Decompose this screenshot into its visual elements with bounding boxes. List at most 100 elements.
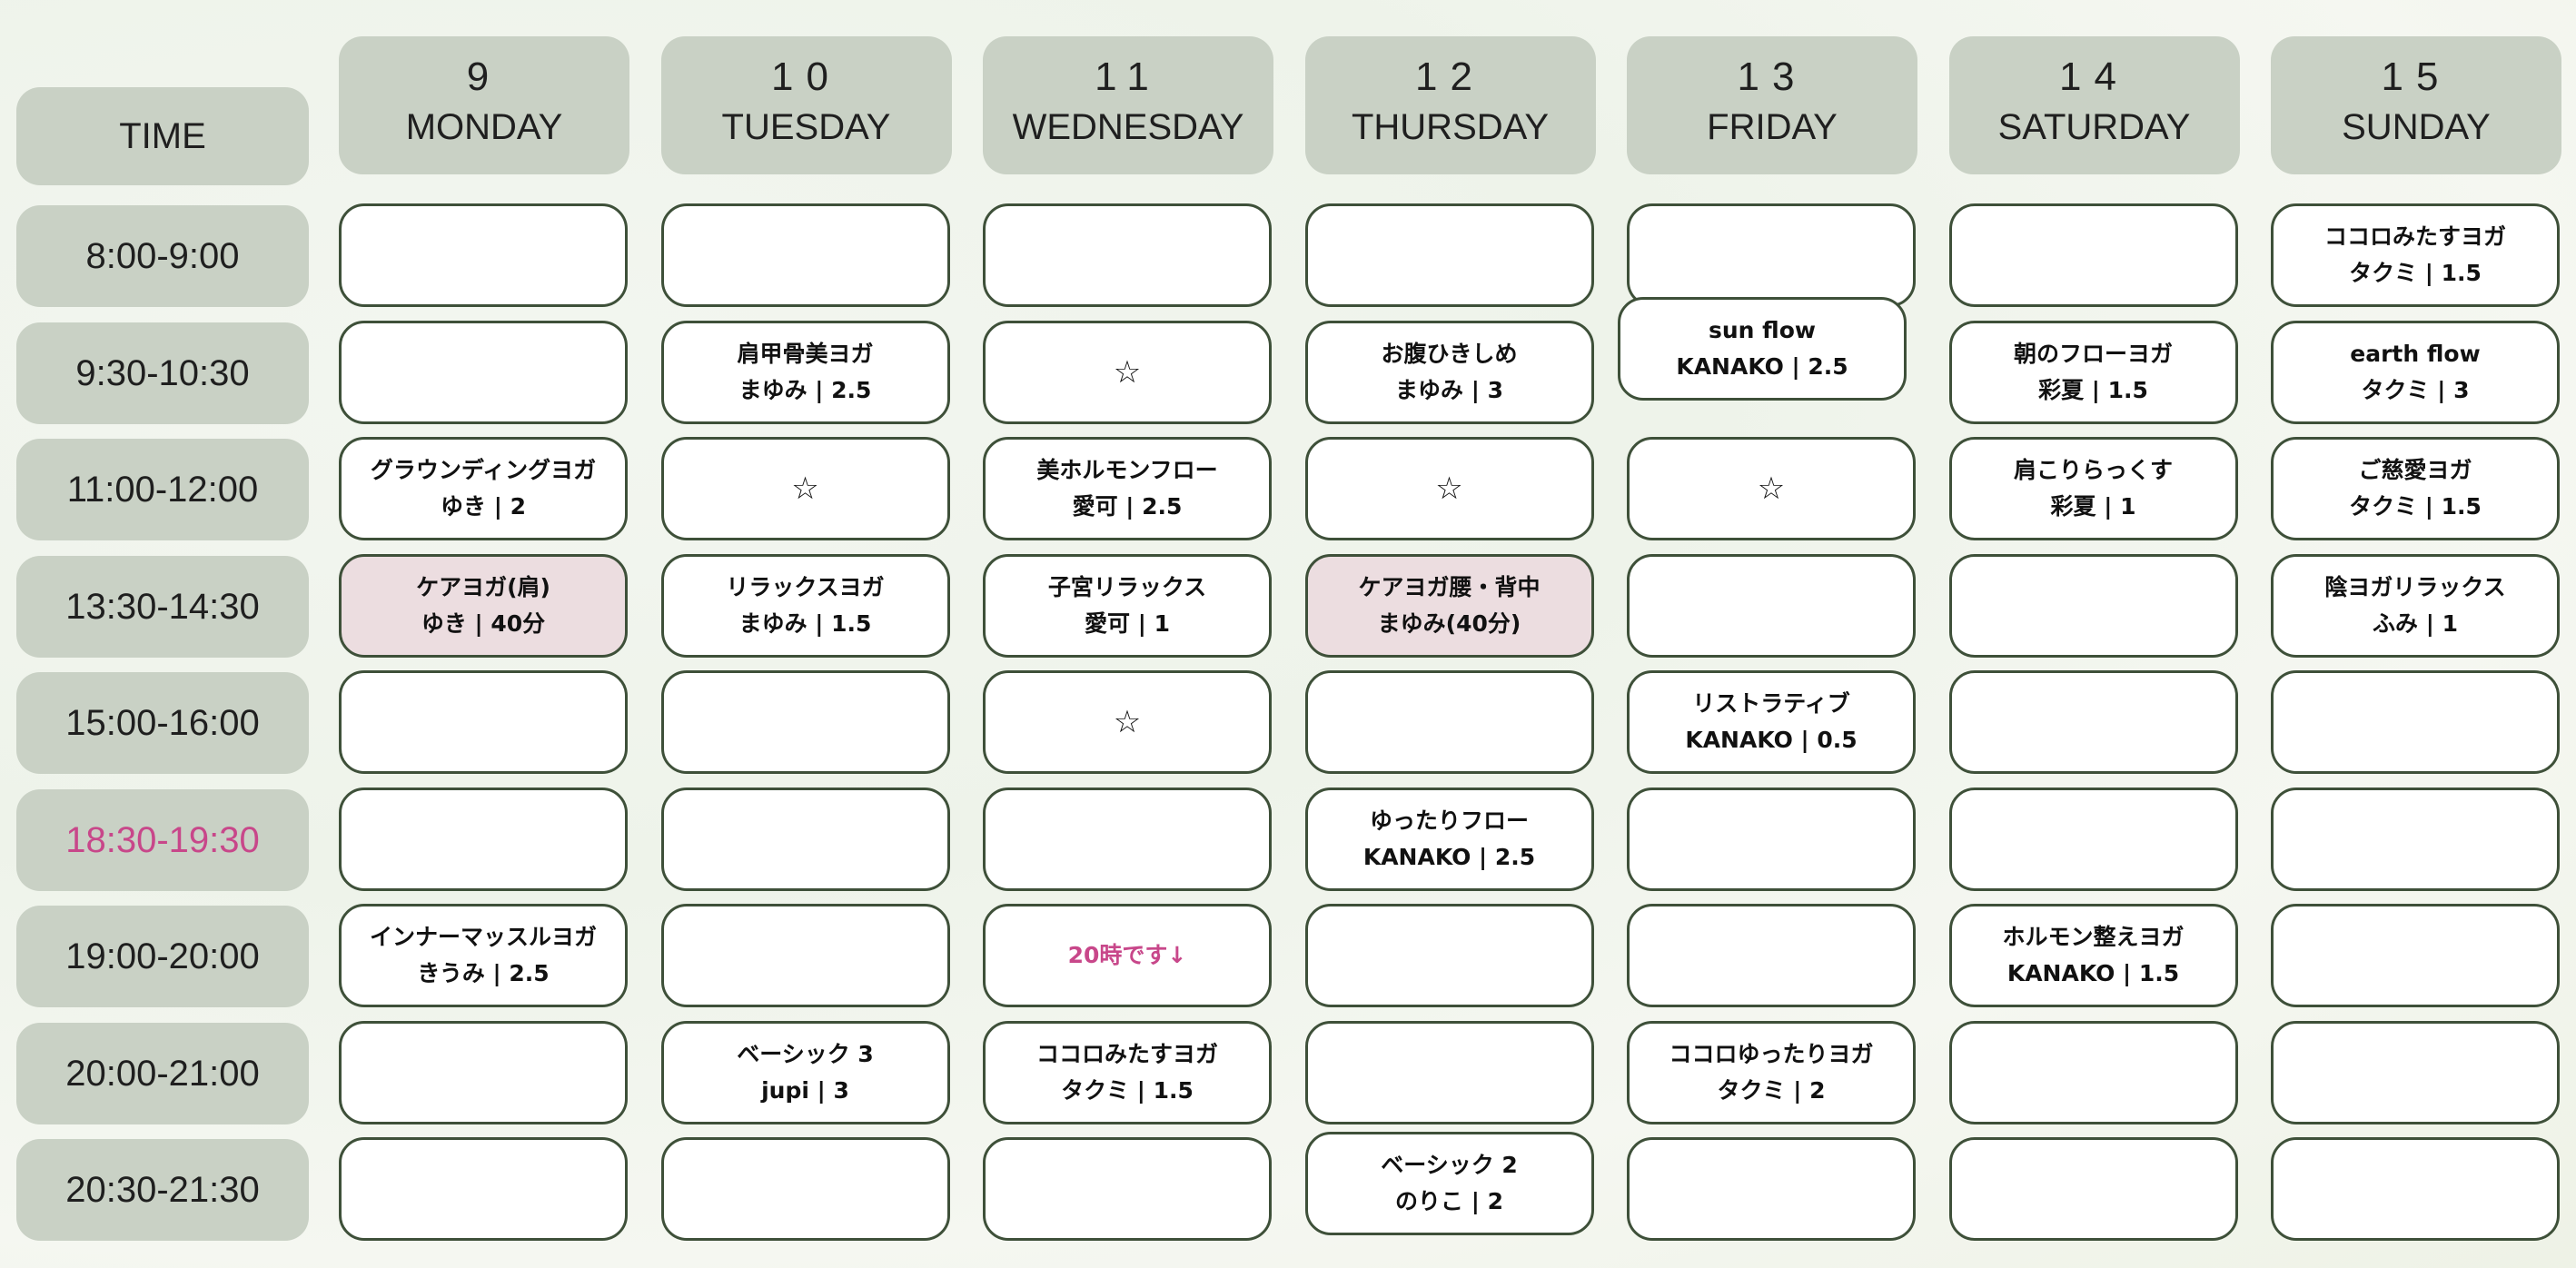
class-title: ベーシック 2 [1381, 1152, 1518, 1178]
empty-slot[interactable] [1304, 904, 1594, 1007]
time-slot-label: 20:00-21:00 [16, 1022, 309, 1124]
class-instructor-duration: KANAKO | 0.5 [1685, 727, 1858, 753]
class-title: インナーマッスルヨガ [369, 924, 597, 950]
class-slot[interactable]: ケアヨガ腰・背中まゆみ(40分) [1304, 553, 1594, 658]
empty-slot[interactable] [339, 1137, 628, 1241]
class-slot[interactable]: 肩こりらっくす彩夏 | 1 [1948, 437, 2238, 540]
class-instructor-duration: 愛可 | 1 [1085, 609, 1170, 637]
empty-slot[interactable] [660, 1137, 950, 1241]
empty-slot[interactable] [1948, 1020, 2238, 1124]
class-slot[interactable]: ☆ [1627, 437, 1916, 540]
empty-slot[interactable] [1948, 203, 2238, 307]
class-title: 陰ヨガリラックス [2324, 573, 2506, 600]
empty-slot[interactable] [339, 203, 628, 307]
empty-slot[interactable] [1304, 203, 1594, 307]
day-name: SUNDAY [2342, 107, 2491, 147]
class-title: ご慈愛ヨガ [2358, 457, 2472, 483]
empty-slot[interactable] [1627, 203, 1916, 307]
class-instructor-duration: のりこ | 2 [1395, 1188, 1503, 1214]
star-icon: ☆ [1757, 471, 1786, 507]
class-instructor-duration: タクミ | 3 [2361, 376, 2470, 403]
empty-slot[interactable] [1627, 1137, 1916, 1241]
empty-slot[interactable] [660, 670, 950, 774]
class-title: ケアヨガ(肩) [416, 573, 550, 600]
empty-slot[interactable] [2271, 787, 2560, 891]
empty-slot[interactable] [2271, 1137, 2560, 1241]
class-slot[interactable]: ココロゆったりヨガタクミ | 2 [1627, 1020, 1916, 1124]
empty-slot[interactable] [2271, 1020, 2560, 1124]
class-slot[interactable]: ☆ [660, 437, 950, 540]
class-slot[interactable]: 子宮リラックス愛可 | 1 [983, 553, 1272, 658]
class-slot[interactable]: 20時です↓ [983, 904, 1272, 1007]
class-instructor-duration: まゆみ | 3 [1395, 376, 1503, 403]
class-instructor-duration: きうみ | 2.5 [417, 960, 550, 986]
empty-slot[interactable] [660, 203, 950, 307]
empty-slot[interactable] [1948, 787, 2238, 891]
day-number: 15 [2381, 54, 2452, 99]
class-instructor-duration: タクミ | 1.5 [2349, 260, 2482, 286]
class-slot[interactable]: ケアヨガ(肩)ゆき | 40分 [339, 553, 628, 658]
class-slot[interactable]: リラックスヨガまゆみ | 1.5 [660, 553, 950, 658]
empty-slot[interactable] [339, 670, 628, 774]
empty-slot[interactable] [339, 787, 628, 891]
class-instructor-duration: タクミ | 1.5 [1061, 1076, 1194, 1104]
empty-slot[interactable] [660, 904, 950, 1007]
time-slot-label: 11:00-12:00 [16, 439, 309, 540]
class-slot[interactable]: 朝のフローヨガ彩夏 | 1.5 [1948, 320, 2238, 424]
class-instructor-duration: まゆみ(40分) [1377, 609, 1521, 637]
day-name: FRIDAY [1707, 107, 1838, 147]
class-title: 美ホルモンフロー [1036, 457, 1218, 483]
star-icon: ☆ [1435, 471, 1463, 507]
class-slot[interactable]: お腹ひきしめまゆみ | 3 [1304, 320, 1594, 424]
class-slot[interactable]: ベーシック 2 のりこ | 2 [1304, 1132, 1594, 1235]
class-slot[interactable]: earth flow タクミ | 3 [2271, 320, 2560, 424]
class-title: リラックスヨガ [726, 573, 885, 600]
empty-slot[interactable] [1627, 904, 1916, 1007]
empty-slot[interactable] [1627, 553, 1916, 658]
class-slot[interactable]: ☆ [983, 320, 1272, 424]
class-slot[interactable]: インナーマッスルヨガきうみ | 2.5 [339, 904, 628, 1007]
empty-slot[interactable] [1304, 670, 1594, 774]
empty-slot[interactable] [1948, 553, 2238, 658]
empty-slot[interactable] [2271, 670, 2560, 774]
empty-slot[interactable] [660, 787, 950, 891]
class-instructor-duration: まゆみ | 1.5 [738, 609, 872, 637]
day-number: 10 [771, 54, 841, 99]
class-title: ケアヨガ腰・背中 [1358, 573, 1541, 600]
empty-slot[interactable] [339, 1020, 628, 1124]
empty-slot[interactable] [983, 787, 1272, 891]
class-instructor-duration: ゆき | 2 [441, 493, 526, 520]
empty-slot[interactable] [1304, 1020, 1594, 1124]
empty-slot[interactable] [1948, 670, 2238, 774]
class-title: earth flow [2350, 340, 2481, 367]
class-slot[interactable]: 陰ヨガリラックスふみ | 1 [2271, 553, 2560, 658]
empty-slot[interactable] [339, 320, 628, 424]
class-slot[interactable]: ココロみたすヨガタクミ | 1.5 [983, 1020, 1272, 1124]
empty-slot[interactable] [2271, 904, 2560, 1007]
empty-slot[interactable] [1948, 1137, 2238, 1241]
class-slot[interactable]: ☆ [983, 670, 1272, 774]
class-slot[interactable]: 肩甲骨美ヨガまゆみ | 2.5 [660, 320, 950, 424]
class-instructor-duration: KANAKO | 1.5 [2006, 960, 2180, 986]
class-slot[interactable]: ホルモン整えヨガ KANAKO | 1.5 [1948, 904, 2238, 1007]
empty-slot[interactable] [983, 1137, 1272, 1241]
class-slot[interactable]: ココロみたすヨガタクミ | 1.5 [2271, 203, 2560, 307]
class-slot[interactable]: ☆ [1304, 437, 1594, 540]
class-instructor-duration: 彩夏 | 1 [2050, 493, 2136, 520]
empty-slot[interactable] [983, 203, 1272, 307]
class-slot[interactable]: ご慈愛ヨガタクミ | 1.5 [2271, 437, 2560, 540]
class-slot[interactable]: 美ホルモンフロー愛可 | 2.5 [983, 437, 1272, 540]
class-slot[interactable]: グラウンディングヨガゆき | 2 [339, 437, 628, 540]
empty-slot[interactable] [1627, 787, 1916, 891]
class-title: ホルモン整えヨガ [2002, 924, 2185, 950]
class-instructor-duration: jupi | 3 [761, 1076, 849, 1104]
class-title: お腹ひきしめ [1381, 340, 1518, 367]
star-icon: ☆ [1113, 353, 1142, 391]
